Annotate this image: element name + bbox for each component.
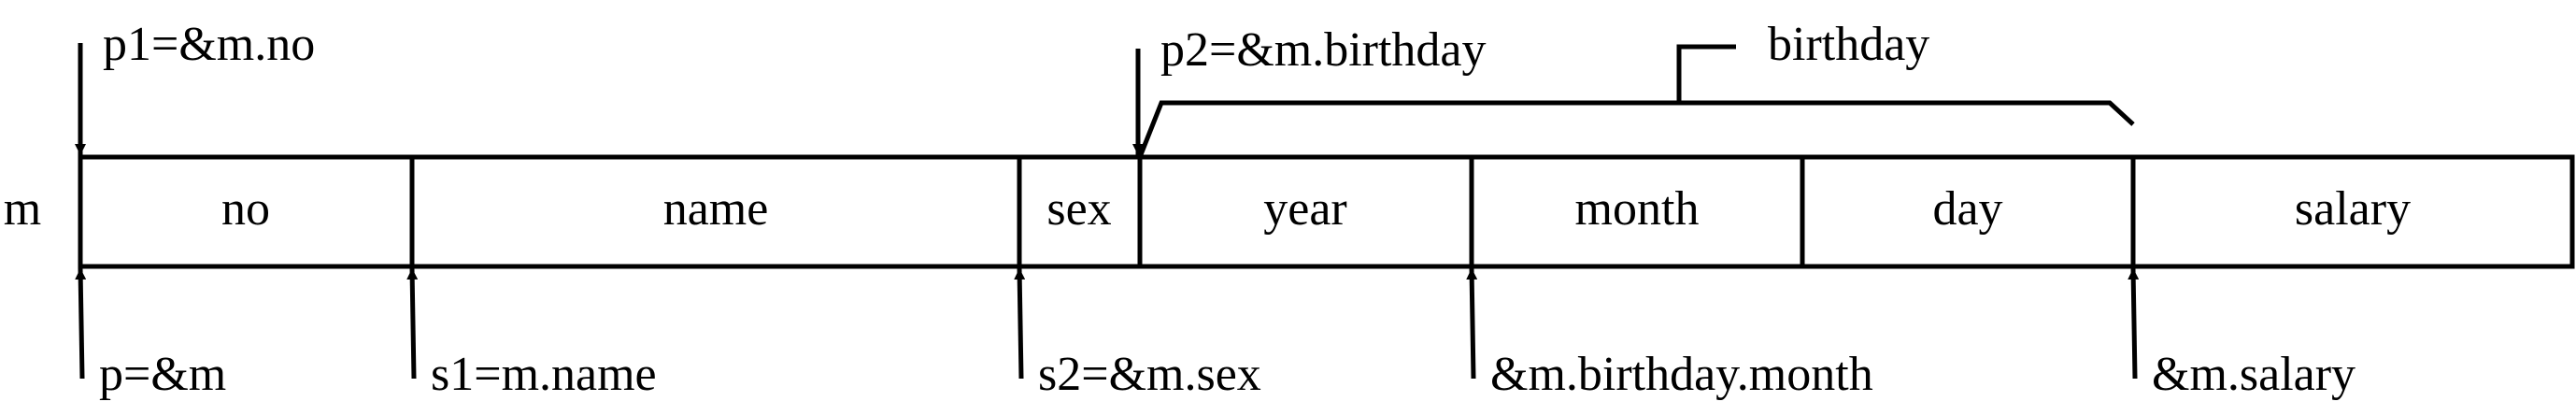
cell-label-name: name [663,182,769,236]
cell-label-no: no [221,182,270,236]
pointer-label-s1: s1=m.name [431,348,657,401]
birthday-brace-label: birthday [1768,18,1929,71]
pointer-label-s2: s2=&m.sex [1038,348,1261,401]
memory-block [78,154,2575,269]
pointer-arrow-p [75,267,87,380]
pointer-label-salary: &m.salary [2152,348,2355,401]
struct-variable-label: m [4,182,41,236]
pointer-arrow-s1 [406,267,419,380]
pointer-label-p2: p2=&m.birthday [1160,23,1487,77]
pointer-label-p: p=&m [99,348,226,401]
cell-label-year: year [1263,182,1346,236]
pointer-arrow-s2 [1014,267,1026,380]
birthday-brace [1137,100,2135,158]
cell-label-salary: salary [2295,182,2411,236]
pointer-arrow-salary [2128,267,2140,380]
birthday-brace-stem [1676,44,1736,103]
pointer-arrow-month [1466,267,1478,380]
cell-label-month: month [1575,182,1700,236]
cell-label-day: day [1932,182,2002,236]
cell-label-sex: sex [1046,182,1111,236]
pointer-label-month: &m.birthday.month [1490,348,1873,401]
pointer-label-p1: p1=&m.no [103,18,315,71]
